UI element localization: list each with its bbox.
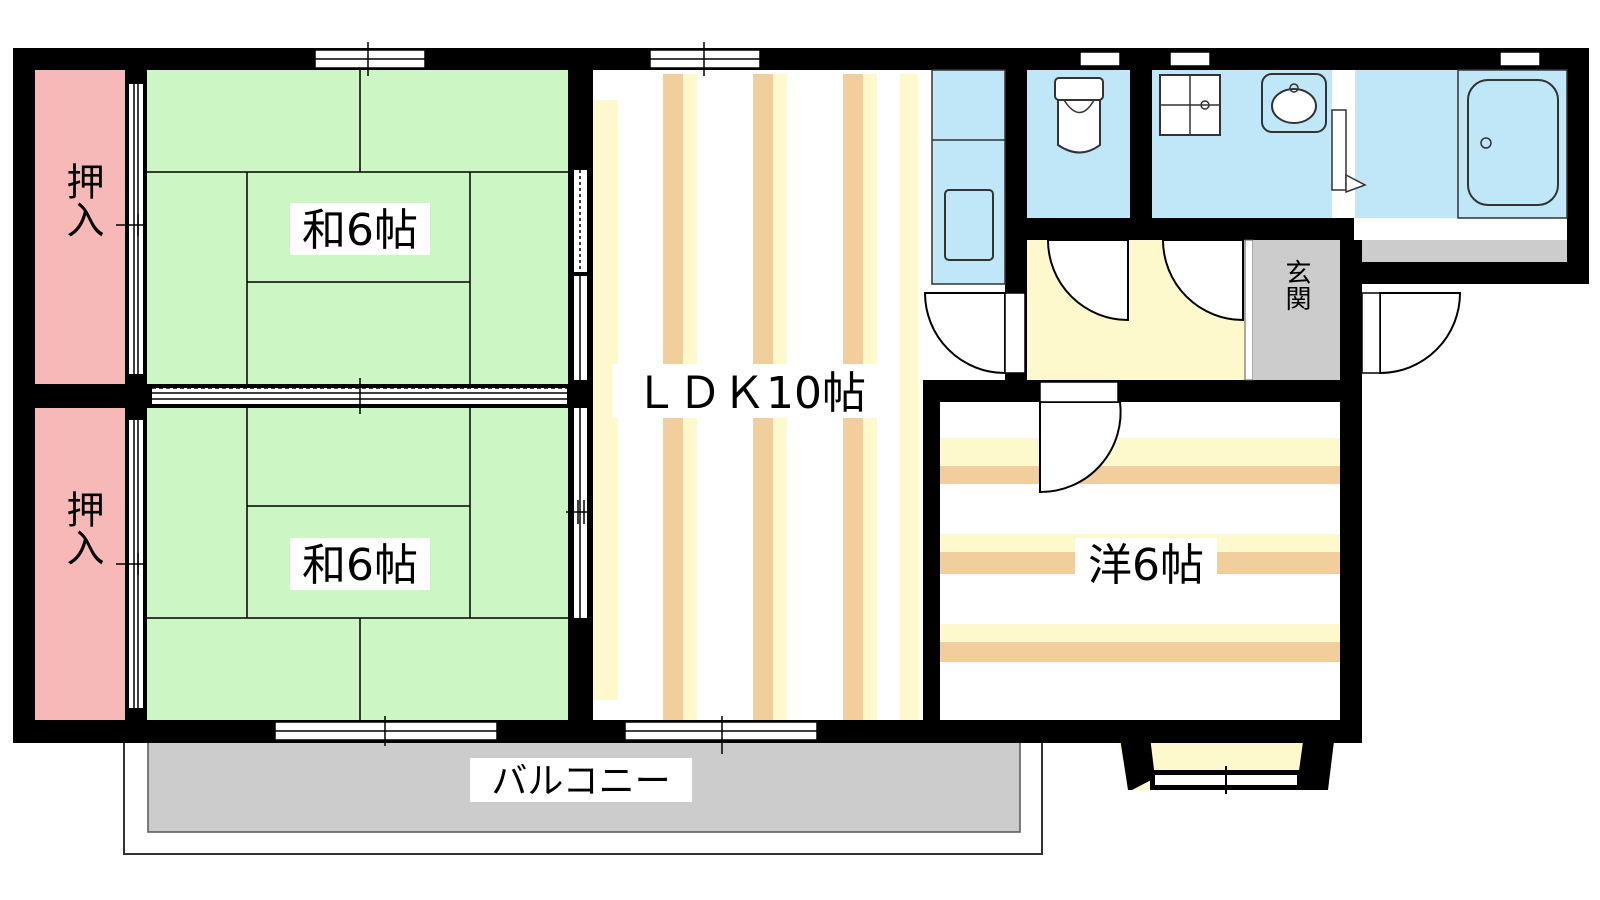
- room-label-yoshitsu: 洋6帖: [1088, 540, 1204, 591]
- kitchen: [931, 69, 1006, 285]
- room-label-genkan: 玄関: [1281, 259, 1311, 311]
- label-backgrounds: [290, 203, 1217, 802]
- closets: [35, 70, 157, 720]
- genkan: [1253, 240, 1340, 380]
- room-label-washitsu-bottom: 和6帖: [302, 540, 418, 591]
- ldk-partition: [566, 70, 605, 720]
- doors: [923, 239, 1462, 494]
- kitchen-door-frame: [1004, 292, 1026, 374]
- entrance-door-frame: [1361, 292, 1381, 374]
- washroom: [1152, 70, 1332, 218]
- room-label-washitsu-top: 和6帖: [302, 205, 418, 256]
- room-label-ldk: ＬＤＫ10帖: [634, 368, 866, 419]
- tatami-partition: [147, 378, 572, 414]
- toilet: [1027, 70, 1130, 218]
- windows: [274, 42, 1541, 754]
- room-label-balcony: バルコニー: [491, 761, 670, 802]
- room-label-oshiire-bottom: 押入: [60, 490, 104, 566]
- yoshitsu-door-frame: [1039, 381, 1119, 403]
- bath: [1331, 69, 1568, 262]
- room-label-oshiire-top: 押入: [60, 162, 104, 238]
